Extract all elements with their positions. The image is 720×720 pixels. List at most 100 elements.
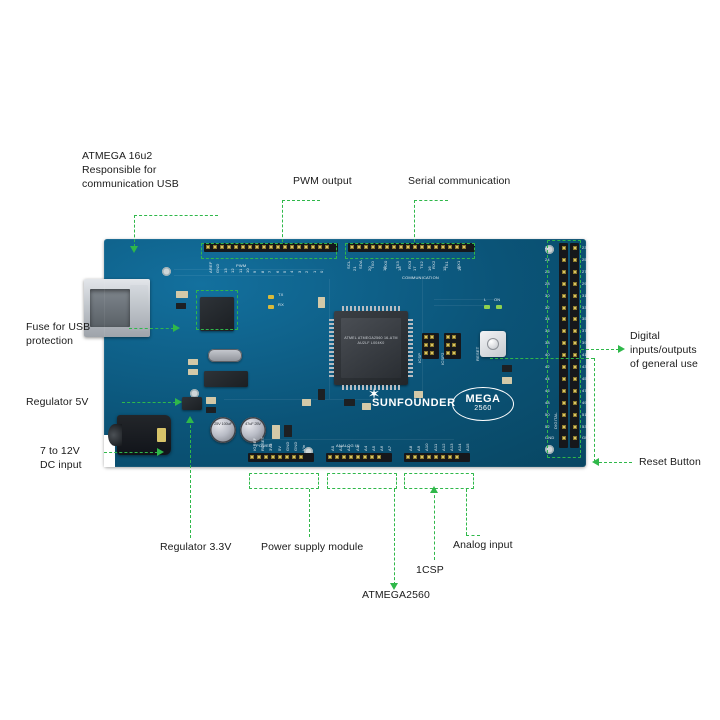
guide-arrow: [592, 458, 599, 466]
header-pin: [433, 454, 438, 459]
header-pin: [205, 244, 210, 249]
header-pin: [573, 246, 577, 250]
chip-legs-bottom: [342, 385, 400, 390]
annotation-digital-io: Digital inputs/outputs of general use: [630, 330, 698, 370]
header-pin: [275, 244, 280, 249]
guide-box-digital-io: [547, 240, 581, 458]
header-pin: [310, 244, 315, 249]
header-pin: [573, 305, 577, 310]
pin-label: 5: [282, 270, 287, 273]
digital-header-right-inner[interactable]: [570, 243, 579, 448]
guide-line: [434, 490, 435, 560]
header-pin: [270, 454, 275, 459]
voltage-regulator-ic: [204, 371, 248, 387]
annotation-atmega16u2: ATMEGA 16u2 Responsible for communicatio…: [82, 150, 179, 190]
pin-label: A14: [457, 443, 463, 451]
icsp2-header[interactable]: [444, 333, 461, 359]
reset-button[interactable]: [480, 331, 506, 357]
on-silkscreen-label: ON: [494, 297, 501, 302]
guide-line: [282, 200, 320, 201]
pin-label: 10: [245, 268, 250, 273]
smd-component: [284, 425, 292, 437]
pin-label: 39: [582, 340, 587, 346]
annotation-pwm-output: PWM output: [293, 175, 352, 187]
smd-component: [414, 391, 423, 398]
pin-label: 49: [582, 399, 587, 405]
guide-line: [190, 420, 191, 538]
header-pin: [573, 353, 577, 358]
pin-label: 51: [582, 411, 587, 417]
communication-header[interactable]: [348, 243, 475, 252]
smd-component: [502, 377, 512, 384]
icsp-pin: [452, 335, 456, 339]
pin-label: 47: [582, 387, 587, 393]
guide-arrow: [130, 246, 138, 253]
header-pin: [573, 269, 577, 274]
pin-label: 33: [582, 304, 587, 310]
digital-header-right-outer[interactable]: [559, 243, 568, 448]
header-pin: [562, 329, 566, 334]
mega-badge-line2: 2560: [474, 405, 492, 412]
header-pin: [562, 246, 566, 250]
pin-label: 6: [274, 270, 280, 273]
usb-b-connector[interactable]: [84, 279, 150, 337]
mounting-hole: [190, 389, 199, 398]
pin-label: 17: [412, 266, 417, 271]
analog-header-a8-a15[interactable]: [404, 453, 470, 462]
icsp2-silkscreen-label: ICSP2: [440, 352, 445, 365]
pin-label: A4: [362, 445, 368, 451]
communication-silkscreen-label: COMMUNICATION: [402, 275, 439, 280]
pin-label: A8: [408, 445, 413, 451]
icsp-silkscreen-label: ICSP: [417, 352, 422, 363]
header-pin: [573, 436, 577, 441]
header-pin: [391, 244, 396, 249]
mounting-hole: [162, 267, 171, 276]
pin-label: 7: [267, 270, 273, 273]
header-pin: [440, 454, 445, 459]
pin-label: RESET: [260, 436, 266, 451]
icsp-pin: [430, 351, 434, 355]
pcb-trace: [224, 399, 404, 400]
header-pin: [562, 376, 566, 381]
header-pin: [289, 244, 294, 249]
pin-label: RX0: [382, 260, 388, 269]
header-pin: [433, 244, 438, 249]
guide-arrow: [390, 583, 398, 590]
smd-component: [302, 399, 311, 406]
smd-component: [206, 407, 216, 413]
pin-label: A10: [424, 443, 430, 451]
annotation-icsp: 1CSP: [416, 564, 444, 576]
header-pin: [376, 454, 381, 459]
usb-fuse: [176, 291, 188, 298]
guide-arrow: [175, 398, 182, 406]
arduino-mega-board: 25V 100uF 47uF 25V ATMEL ATMEGA2560 16-A…: [84, 239, 591, 467]
pin-label: 4: [289, 270, 295, 273]
crystal-oscillator: [208, 349, 242, 362]
pin-label: 11: [237, 268, 243, 273]
header-pin: [363, 244, 368, 249]
guide-line: [122, 402, 176, 403]
guide-line: [134, 215, 135, 247]
pin-label: A9: [416, 445, 422, 451]
guide-arrow: [173, 324, 180, 332]
guide-line: [394, 489, 395, 585]
analog-header-a0-a7[interactable]: [326, 453, 392, 462]
chip-legs-left: [329, 319, 334, 377]
header-pin: [562, 341, 566, 346]
digital-header-top-left[interactable]: [204, 243, 338, 252]
header-pin: [447, 454, 452, 459]
header-pin: [573, 329, 577, 334]
header-pin: [562, 269, 566, 274]
pin-label: TX3: [394, 261, 400, 269]
usb-shield-tab: [130, 285, 148, 331]
sunfounder-logo-icon: ✶: [367, 386, 381, 403]
header-pin: [261, 244, 266, 249]
icsp-header[interactable]: [422, 333, 439, 359]
header-pin: [562, 412, 566, 417]
pin-label: GND: [215, 263, 221, 274]
pin-label: 41: [582, 352, 587, 358]
pin-label: 35: [582, 316, 587, 322]
pin-label: 31: [582, 292, 587, 298]
pcb-trace: [254, 439, 454, 440]
power-header[interactable]: [248, 453, 314, 462]
